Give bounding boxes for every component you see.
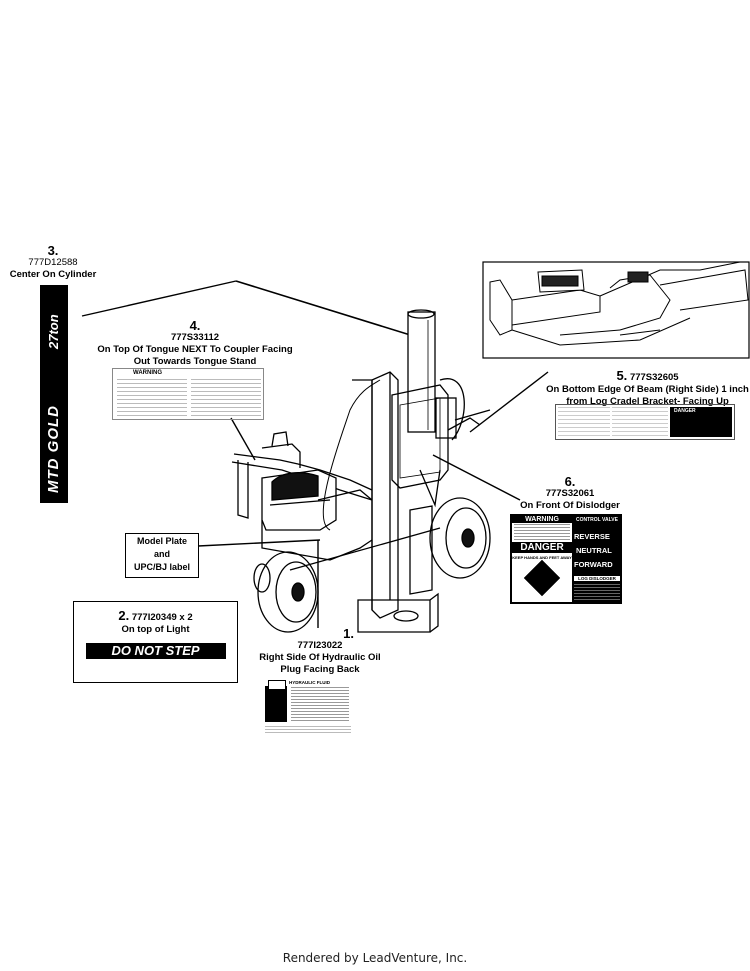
callout-5-part: 777S32605 bbox=[629, 372, 679, 383]
callout-4: 4. 777S33112 On Top Of Tongue NEXT To Co… bbox=[90, 318, 300, 368]
callout-6-part: 777S32061 bbox=[545, 488, 595, 499]
callout-1-number: 1. bbox=[343, 626, 354, 641]
callout-4-desc-2: Out Towards Tongue Stand bbox=[133, 356, 257, 367]
callout-1-desc-2: Plug Facing Back bbox=[280, 664, 360, 675]
callout-6: 6. 777S32061 On Front Of Dislodger bbox=[505, 474, 635, 512]
hydraulic-hose bbox=[322, 379, 381, 531]
warning-decal-title: WARNING bbox=[133, 370, 162, 376]
callout-3-number: 3. bbox=[47, 243, 59, 258]
model-plate-line-2: and bbox=[153, 549, 170, 559]
callout-4-desc-1: On Top Of Tongue NEXT To Coupler Facing bbox=[97, 344, 293, 355]
leader-line-4 bbox=[235, 280, 421, 339]
callout-5-desc-1: On Bottom Edge Of Beam (Right Side) 1 in… bbox=[546, 384, 749, 395]
footer-credit: Rendered by LeadVenture, Inc. bbox=[282, 951, 468, 965]
callout-1-part: 777I23022 bbox=[297, 640, 343, 651]
leader-line-warning bbox=[230, 417, 256, 461]
dislodger-hazard-icon bbox=[523, 559, 561, 597]
do-not-step-text: DO NOT STEP bbox=[111, 643, 200, 658]
inset-beam-drawing bbox=[489, 261, 749, 346]
model-plate-box: Model Plate and UPC/BJ label bbox=[125, 533, 199, 578]
model-plate-line-1: Model Plate bbox=[136, 536, 187, 546]
inset-box bbox=[482, 261, 750, 359]
callout-1: 1. 777I23022 Right Side Of Hydraulic Oil… bbox=[240, 626, 400, 676]
dislodger-danger-text: DANGER bbox=[512, 542, 572, 553]
mtd-tons-text: 27ton bbox=[46, 314, 61, 349]
dislodger-warning-text: WARNING bbox=[512, 516, 572, 523]
dislodger-reverse-text: REVERSE bbox=[574, 532, 610, 541]
mtd-decal: MTD GOLD 27ton bbox=[40, 285, 68, 503]
callout-2-part: 777I20349 x 2 bbox=[131, 612, 193, 623]
dislodger-neutral-text: NEUTRAL bbox=[576, 546, 612, 555]
model-plate-line-3: UPC/BJ label bbox=[133, 562, 191, 572]
dislodger-keep-hands-text: KEEP HANDS AND FEET AWAY bbox=[512, 555, 572, 560]
callout-5: 5. 777S32605 On Bottom Edge Of Beam (Rig… bbox=[545, 368, 750, 408]
callout-5-desc-2: from Log Cradel Bracket- Facing Up bbox=[566, 396, 729, 407]
dislodger-forward-text: FORWARD bbox=[574, 560, 613, 569]
callout-3-part: 777D12588 bbox=[28, 257, 78, 268]
hydraulic-fluid-decal: HYDRAULIC FLUID bbox=[265, 678, 353, 736]
callout-4-part: 777S33112 bbox=[170, 332, 220, 343]
hydraulic-fluid-title: HYDRAULIC FLUID bbox=[289, 680, 330, 685]
callout-6-number: 6. bbox=[564, 474, 576, 489]
callout-2-box: 2. 777I20349 x 2 On top of Light DO NOT … bbox=[73, 601, 238, 683]
mtd-brand-text: MTD GOLD bbox=[45, 405, 62, 493]
callout-5-number: 5. bbox=[616, 368, 628, 383]
dislodger-decal: WARNING DANGER KEEP HANDS AND FEET AWAY … bbox=[510, 514, 622, 604]
leader-line-3-4 bbox=[81, 280, 237, 317]
beam-decal: DANGER bbox=[555, 404, 735, 440]
callout-1-desc-1: Right Side Of Hydraulic Oil bbox=[259, 652, 381, 663]
do-not-step-decal: DO NOT STEP bbox=[85, 643, 226, 659]
callout-6-desc: On Front Of Dislodger bbox=[520, 500, 620, 511]
callout-2-desc: On top of Light bbox=[121, 624, 190, 635]
warning-decal: WARNING bbox=[112, 368, 264, 420]
callout-3: 3. 777D12588 Center On Cylinder bbox=[8, 243, 98, 281]
callout-2-number: 2. bbox=[118, 608, 130, 623]
leader-line-model bbox=[197, 539, 321, 547]
beam-decal-danger: DANGER bbox=[674, 408, 696, 414]
dislodger-log-dislodger-text: LOG DISLODGER bbox=[574, 576, 620, 581]
log-splitter-drawing bbox=[231, 309, 491, 633]
leader-line-5 bbox=[469, 371, 549, 433]
callout-3-desc: Center On Cylinder bbox=[9, 269, 97, 280]
callout-4-number: 4. bbox=[189, 318, 201, 333]
dislodger-control-valve-text: CONTROL VALVE bbox=[576, 517, 618, 523]
